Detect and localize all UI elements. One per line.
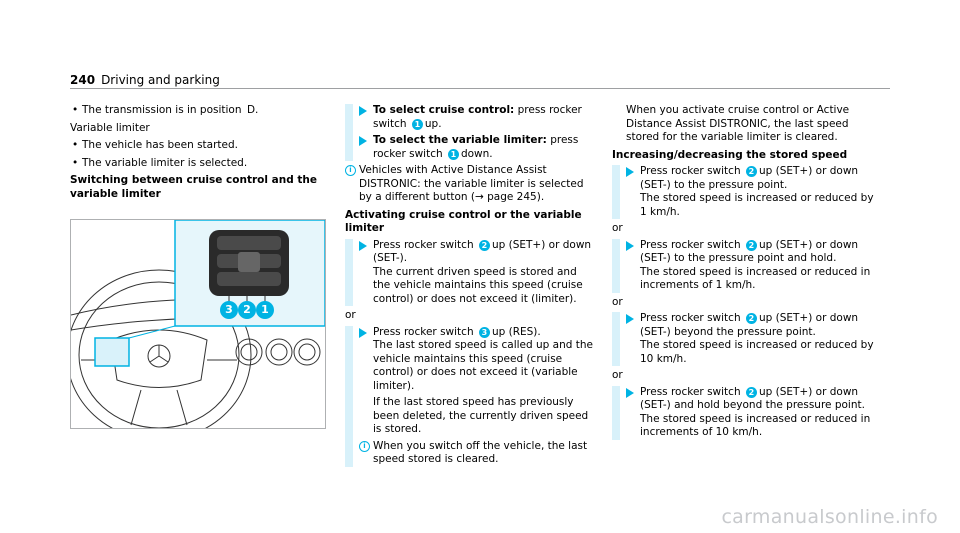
- arrow-icon: [626, 167, 634, 177]
- arrow-icon: [359, 240, 367, 251]
- or-text: or: [612, 369, 623, 381]
- callout-3-bubble: 3: [220, 301, 238, 319]
- heading-increasing: Increasing/decreasing the stored speed: [612, 148, 848, 161]
- page-number: 240: [70, 73, 96, 87]
- illustration-svg: [71, 220, 325, 428]
- arrow-icon: [359, 136, 367, 146]
- callout-2-icon: 2: [478, 239, 490, 251]
- callout-1-icon: 1: [447, 148, 459, 160]
- bullet-started: The vehicle has been started.: [70, 139, 326, 153]
- watermark: carmanualsonline.info: [721, 506, 938, 528]
- callout-2-icon: 2: [745, 313, 757, 324]
- column-3: When you activate cruise control or Acti…: [612, 104, 882, 443]
- arrow-icon: [359, 106, 367, 116]
- heading-switching: Switching between cruise control and the…: [70, 174, 317, 200]
- top-para: When you activate cruise control or Acti…: [626, 104, 850, 143]
- arrow-icon: [626, 387, 634, 398]
- variable-limiter-label: Variable limiter: [70, 121, 150, 134]
- column-1: The transmission is in position D. Varia…: [70, 104, 326, 204]
- callout-2-icon: 2: [745, 166, 757, 177]
- callout-1-bubble: 1: [256, 301, 274, 319]
- or-text: or: [612, 295, 623, 308]
- info-icon: i: [359, 440, 370, 452]
- step-select-limiter: To select the variable limiter: press ro…: [359, 134, 593, 161]
- header-rule: [70, 88, 890, 89]
- select-steps: To select cruise control: press rocker s…: [345, 104, 593, 161]
- note-cleared: i When you switch off the vehicle, the l…: [359, 440, 593, 467]
- callout-2-icon: 2: [745, 239, 757, 251]
- arrow-icon: [359, 327, 367, 338]
- bullet-transmission: The transmission is in position D.: [70, 104, 326, 118]
- info-icon: i: [345, 165, 356, 176]
- callout-2-bubble: 2: [238, 301, 256, 319]
- bullet-selected: The variable limiter is selected.: [70, 157, 326, 171]
- callout-3-icon: 3: [478, 326, 490, 338]
- note-distronic: i Vehicles with Active Distance Assist D…: [345, 164, 593, 205]
- or-text: or: [345, 309, 356, 321]
- page-header: 240 Driving and parking: [70, 73, 220, 87]
- arrow-icon: [626, 240, 634, 251]
- callout-1-icon: 1: [411, 118, 423, 130]
- section-title: Driving and parking: [101, 73, 220, 87]
- or-text: or: [612, 222, 623, 234]
- step-select-cruise: To select cruise control: press rocker s…: [359, 104, 593, 131]
- callout-2-icon: 2: [745, 386, 757, 398]
- column-2: To select cruise control: press rocker s…: [345, 104, 593, 471]
- steering-wheel-illustration: [70, 219, 326, 429]
- heading-activating: Activating cruise control or the variabl…: [345, 208, 582, 235]
- arrow-icon: [626, 314, 634, 324]
